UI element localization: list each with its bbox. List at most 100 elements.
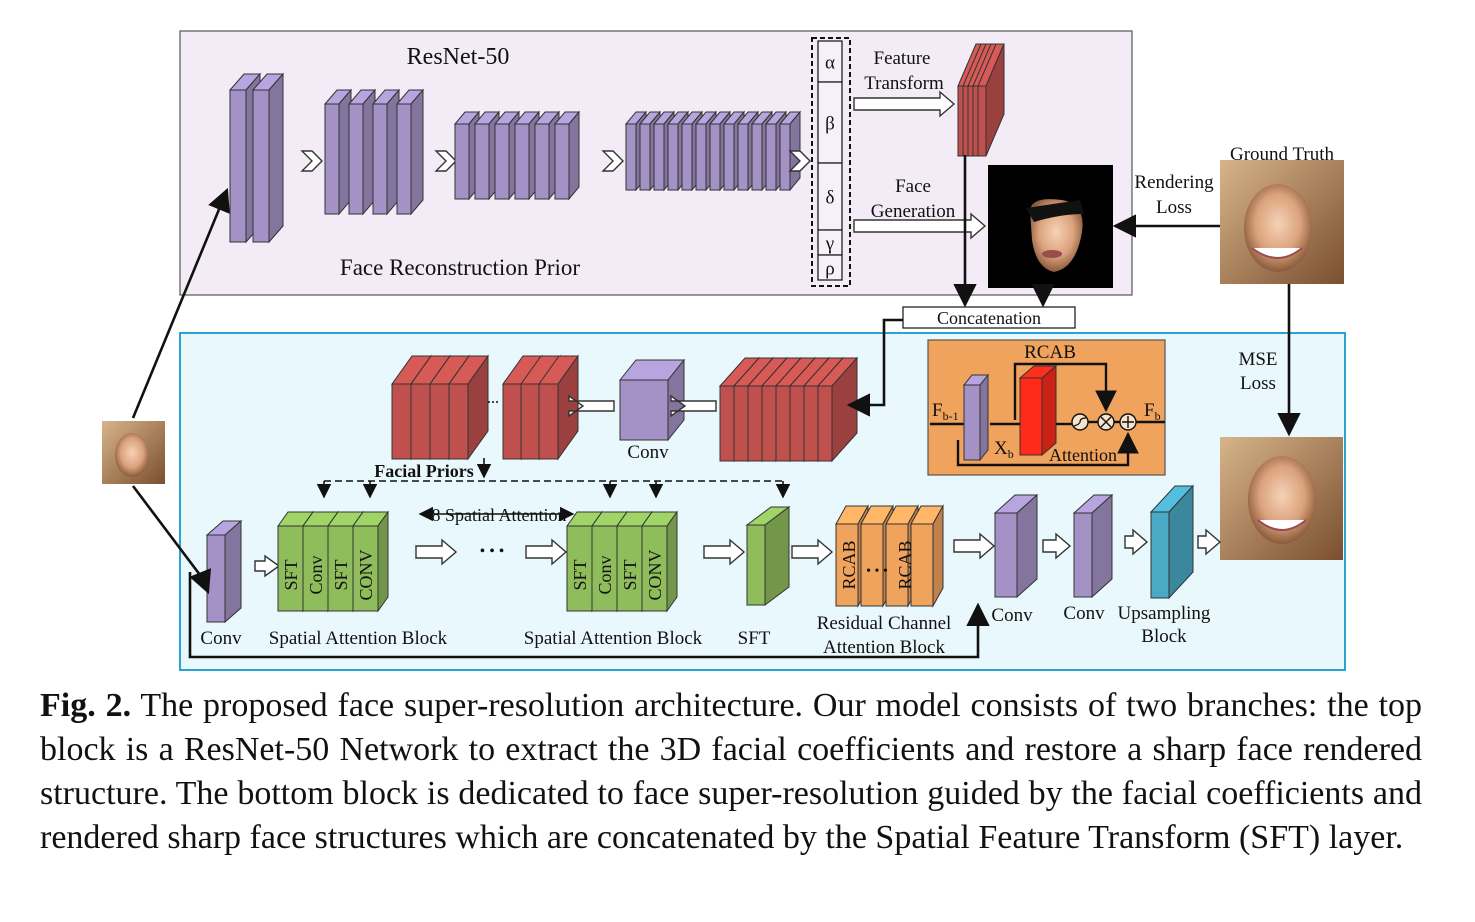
rcab-block-label-1: Residual Channel xyxy=(817,613,952,634)
coefficient-symbol: ρ xyxy=(825,259,834,280)
rcab-fb1-label: Fb-1 xyxy=(932,400,959,423)
facial-prior-maps-1-layer xyxy=(448,354,489,461)
arrow-sab2-in xyxy=(525,538,568,566)
rendering-loss-label-1: Rendering xyxy=(1134,172,1214,193)
face-generation-label-2: Generation xyxy=(871,201,956,222)
hollow-arrows xyxy=(853,90,987,240)
sab1-layer-text: CONV xyxy=(356,549,376,600)
rcab-conv-layer xyxy=(962,373,990,462)
conv-label-3: Conv xyxy=(1063,603,1105,624)
resnet-chevron-4 xyxy=(788,150,811,172)
concatenated-feature-maps xyxy=(718,356,859,463)
feature-transform-maps-layer xyxy=(977,43,1005,157)
low-resolution-input-image xyxy=(102,421,165,484)
sab1-layer-text: Conv xyxy=(306,555,326,594)
feature-transform-arrow xyxy=(853,90,956,118)
upsampling-label-1: Upsampling xyxy=(1118,603,1211,624)
sab2-layer-text: Conv xyxy=(595,555,615,594)
concatenated-feature-maps-layer xyxy=(816,356,859,463)
resnet-stage-2 xyxy=(323,88,425,216)
arrow-sab1-out xyxy=(415,538,458,566)
face-reconstruction-prior-label: Face Reconstruction Prior xyxy=(340,255,581,280)
rcab-title: RCAB xyxy=(1024,342,1076,363)
sab1-layer-text: SFT xyxy=(331,559,351,590)
arrow-rcab-to-conv2 xyxy=(953,532,996,560)
rcab-block-label-2: Attention Block xyxy=(823,637,945,658)
sab-label-1: Spatial Attention Block xyxy=(269,628,448,649)
sab-label-2: Spatial Attention Block xyxy=(524,628,703,649)
face-generation-label-1: Face xyxy=(895,176,931,197)
sab2-layer-text: CONV xyxy=(645,549,665,600)
ground-truth-label: Ground Truth xyxy=(1230,144,1334,165)
resnet-stage-2-layer xyxy=(323,88,353,216)
resnet-stage-1-layer xyxy=(251,72,285,244)
resnet-stage-4 xyxy=(624,110,802,192)
resnet-stage-2-layer xyxy=(371,88,401,216)
architecture-diagram: ResNet-50 Face Reconstruction Prior αβδγ… xyxy=(102,30,1346,671)
sft-block xyxy=(745,506,791,606)
rcab-attention-layer xyxy=(1018,364,1058,457)
resnet-layers xyxy=(228,72,811,244)
mse-loss-label-1: MSE xyxy=(1238,349,1277,370)
conv-label-1: Conv xyxy=(200,628,242,649)
coefficient-cell xyxy=(817,40,843,83)
spatial-attention-block-2 xyxy=(566,510,678,613)
resnet-chevron-3 xyxy=(601,150,624,172)
sab1-layer-text: SFT xyxy=(281,559,301,590)
conv-prior-block xyxy=(618,358,686,442)
facial-prior-maps-2-layer xyxy=(538,354,579,461)
arrow-conv2-to-conv3 xyxy=(1042,532,1072,560)
resnet-stage-2-layer xyxy=(347,88,377,216)
ellipsis-sab: • • • xyxy=(480,543,505,560)
upsampling-block xyxy=(1149,484,1195,600)
facial-prior-maps-2 xyxy=(502,354,579,461)
arrow-sab2-out xyxy=(703,538,746,566)
rcab-detail-diagram xyxy=(930,362,1165,467)
facial-priors-label: Facial Priors xyxy=(374,461,473,481)
coefficient-symbol: δ xyxy=(826,188,835,209)
arrow-concat-to-conv xyxy=(670,394,717,418)
feature-transform-label-1: Feature xyxy=(874,48,931,69)
figure-caption-text: The proposed face super-resolution archi… xyxy=(40,687,1423,856)
sab2-layer-text: SFT xyxy=(620,559,640,590)
coefficient-cell xyxy=(817,254,843,281)
sab2-layer-text: SFT xyxy=(570,559,590,590)
rcab-attention-label: Attention xyxy=(1049,445,1117,465)
super-resolved-output-image xyxy=(1220,437,1343,560)
concatenation-label: Concatenation xyxy=(937,308,1041,328)
rendering-loss-label-2: Loss xyxy=(1156,197,1192,218)
arrow-sft-to-rcab xyxy=(791,538,834,566)
coefficient-vector-border xyxy=(811,37,851,287)
feature-transform-label-2: Transform xyxy=(864,73,944,94)
spatial-attention-count-label: 8 Spatial Attention xyxy=(432,505,567,525)
facial-prior-maps-1 xyxy=(391,354,489,461)
conv-block-2 xyxy=(993,493,1039,599)
ground-truth-image xyxy=(1220,160,1344,284)
figure-label: Fig. 2. xyxy=(40,687,132,724)
rcab-xb-label: Xb xyxy=(994,438,1014,461)
resnet-stage-1 xyxy=(228,72,285,244)
face-generation-arrow xyxy=(853,212,987,240)
conv-prior-label: Conv xyxy=(627,442,669,463)
conv-input-block xyxy=(205,519,243,624)
feature-transform-maps xyxy=(957,43,1005,157)
resnet-stage-3-layer xyxy=(553,110,581,201)
rcab-layer-text: RCAB xyxy=(895,540,915,589)
rendered-face-image xyxy=(988,165,1113,288)
resnet-stage-3 xyxy=(453,110,581,201)
coefficient-symbol: γ xyxy=(825,234,834,255)
rcab-block xyxy=(835,504,944,608)
figure-caption: Fig. 2. The proposed face super-resoluti… xyxy=(40,684,1422,860)
connection-lines xyxy=(131,155,1301,659)
resnet-chevron-2 xyxy=(434,150,457,172)
spatial-attention-block-2-layer xyxy=(641,510,678,613)
conv-block-3 xyxy=(1072,493,1114,599)
arrow-upsampling-to-output xyxy=(1197,528,1222,556)
feature-transform-block xyxy=(957,43,1005,157)
arrow-conv-to-sab1 xyxy=(254,554,281,578)
mse-loss-label-2: Loss xyxy=(1240,373,1276,394)
resnet-title: ResNet-50 xyxy=(407,44,510,70)
coefficient-symbol: β xyxy=(825,114,835,135)
